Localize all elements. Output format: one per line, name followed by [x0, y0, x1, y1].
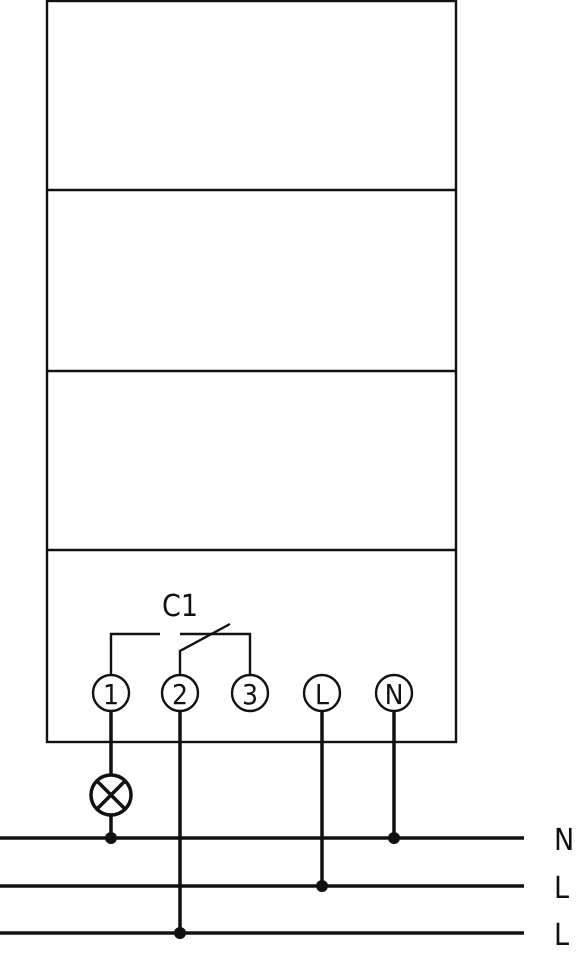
contact-c1-wire-terminal-3 [180, 632, 252, 676]
junction-dot-terminal-2 [174, 927, 186, 939]
terminal-3-label: 3 [242, 678, 258, 711]
terminal-3 [230, 673, 270, 713]
junction-dot-lamp-n [105, 832, 117, 844]
terminal-L-label: L [315, 678, 329, 711]
terminal-1-label: 1 [103, 678, 119, 711]
lamp-icon [89, 773, 133, 817]
contact-c1-label: C1 [162, 589, 198, 624]
junction-dot-terminal-n [388, 832, 400, 844]
junction-dot-terminal-l [316, 880, 328, 892]
rail-l1-label: L [554, 871, 569, 906]
contact-c1-wire-terminal-2 [178, 622, 231, 676]
rail-l2-label: L [554, 918, 569, 953]
terminal-2-label: 2 [172, 678, 188, 711]
terminal-N-label: N [385, 678, 404, 711]
rail-n-label: N [554, 823, 574, 858]
contact-c1-wire-terminal-1 [109, 632, 160, 676]
